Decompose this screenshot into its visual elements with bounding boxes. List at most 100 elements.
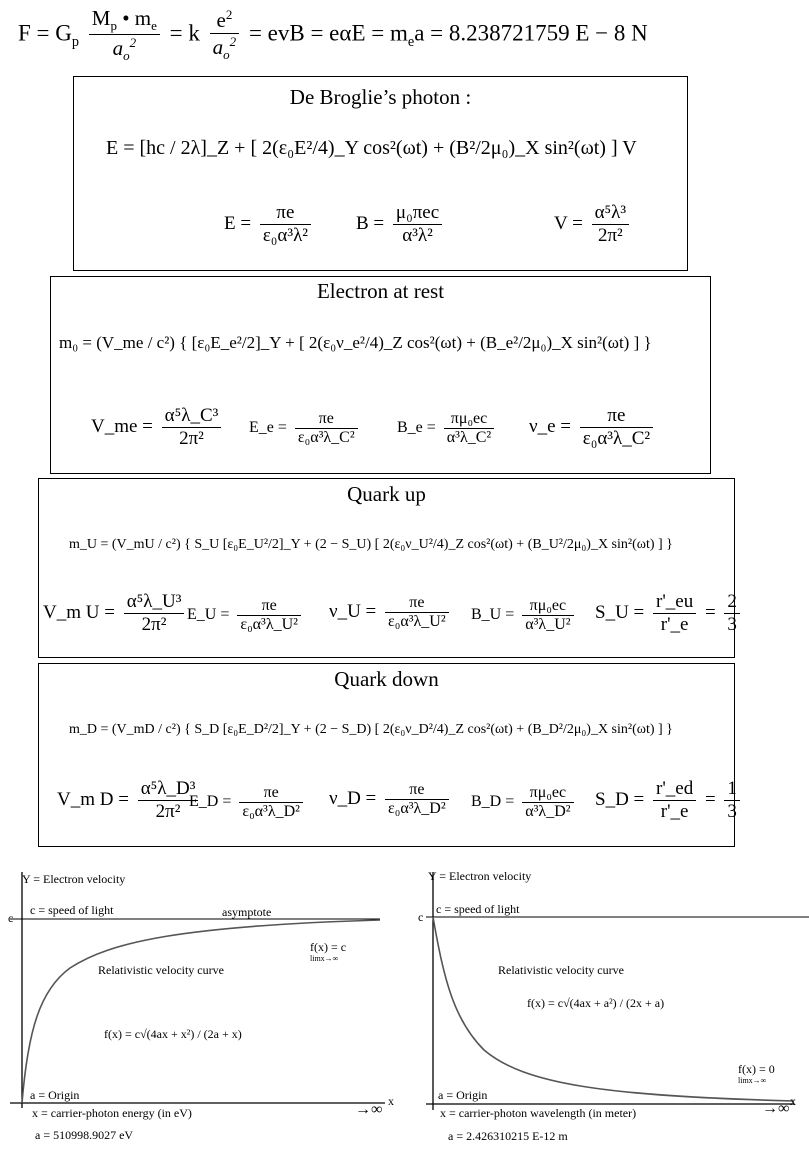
quark-up-S-den: r'_e <box>660 614 689 635</box>
quark-down-nu-num: πe <box>385 781 449 800</box>
left-infinity: →∞ <box>355 1101 383 1118</box>
electron-E-den: ε₀α³λ_C² <box>297 429 355 446</box>
left-velocity-curve <box>21 919 381 1104</box>
quark-up-S-lhs: S_U = <box>595 601 645 623</box>
quark-up-mass-equation: m_U = (V_mU / c²) { S_U [ε₀E_U²/2]_Y + (… <box>69 537 673 552</box>
left-a-value: a = 510998.9027 eV <box>35 1128 134 1142</box>
right-c-label: c = speed of light <box>436 902 520 916</box>
quark-down-V-den: 2π² <box>155 801 181 822</box>
left-graph <box>10 872 385 1108</box>
right-a-value: a = 2.426310215 E-12 m <box>448 1129 568 1143</box>
quark-down-nu-lhs: ν_D = <box>329 787 377 809</box>
electron-E-lhs: E_e = <box>249 419 287 437</box>
header-frac1-num: M <box>91 6 111 30</box>
photon-B-lhs: B = <box>356 212 385 234</box>
header-frac1-mid: • m <box>116 6 152 30</box>
left-c-label: c = speed of light <box>30 903 114 917</box>
quark-up-box: Quark up m_U = (V_mU / c²) { S_U [ε₀E_U²… <box>38 478 740 658</box>
electron-mass-equation: m₀ = (V_me / c²) { [ε₀E_e²/2]_Y + [ 2(ε₀… <box>59 333 652 352</box>
right-limit: f(x) = 0 <box>738 1062 775 1076</box>
quark-down-S-lhs: S_D = <box>595 788 645 810</box>
quark-down-S-num: r'_ed <box>653 778 697 801</box>
electron-nu-lhs: ν_e = <box>529 415 571 437</box>
quark-down-S-den: r'_e <box>660 801 689 822</box>
photon-E-num: πe <box>259 202 311 225</box>
photon-E-den: ε₀α³λ² <box>262 225 308 246</box>
right-velocity-curve <box>432 916 795 1102</box>
header-frac2-den: a <box>212 35 224 60</box>
quark-down-S-val-num: 1 <box>724 778 740 801</box>
quark-down-mass-equation: m_D = (V_mD / c²) { S_D [ε₀E_D²/2]_Y + (… <box>69 722 673 737</box>
header-frac2-num: e <box>216 8 226 33</box>
quark-up-E-lhs: E_U = <box>187 606 230 624</box>
quark-up-B-den: α³λ_U² <box>525 616 571 633</box>
left-origin: a = Origin <box>30 1088 80 1102</box>
header-lhs: F = G <box>18 20 72 46</box>
right-graph <box>426 872 809 1110</box>
quark-up-S-val-num: 2 <box>724 591 740 614</box>
header-frac2-num-sup: 2 <box>225 7 233 23</box>
left-x-label: x = carrier-photon energy (in eV) <box>32 1106 192 1120</box>
quark-up-nu-den: ε₀α³λ_U² <box>388 613 446 630</box>
electron-B-lhs: B_e = <box>397 419 436 437</box>
photon-energy-equation: E = [hc / 2λ]_Z + [ 2(ε₀E²/4)_Y cos²(ωt)… <box>106 137 637 159</box>
electron-nu-den: ε₀α³λ_C² <box>582 428 651 449</box>
quark-up-B-lhs: B_U = <box>471 606 515 624</box>
left-x-axis-label: x <box>388 1094 394 1108</box>
header-frac1-sub1: p <box>110 18 117 34</box>
quark-down-title: Quark down <box>334 667 439 691</box>
quark-up-title: Quark up <box>347 482 426 506</box>
left-limit: f(x) = c <box>310 940 347 954</box>
left-c-tick: c <box>8 911 14 925</box>
right-origin: a = Origin <box>438 1088 488 1102</box>
photon-box: De Broglie’s photon : E = [hc / 2λ]_Z + … <box>73 76 688 271</box>
quark-up-B-num: πμ₀ec <box>522 597 574 616</box>
quark-up-E-num: πe <box>237 597 301 616</box>
header-eq-k: = k <box>169 20 200 46</box>
right-formula: f(x) = c√(4ax + a²) / (2x + a) <box>527 996 665 1010</box>
electron-V-num: α⁵λ_C³ <box>161 405 222 428</box>
left-curve-label: Relativistic velocity curve <box>98 963 224 977</box>
right-c-tick: c <box>418 910 424 924</box>
header-tail-sub: e <box>407 34 415 51</box>
photon-V-den: 2π² <box>597 225 623 246</box>
header-frac1-den-sup: 2 <box>129 35 137 51</box>
header-frac1-den: a <box>112 36 124 61</box>
header-equation: F = Gp Mp • me ao2 = k e2 ao2 = evB = eα… <box>18 6 648 64</box>
electron-box: Electron at rest m₀ = (V_me / c²) { [ε₀E… <box>50 276 711 474</box>
electron-B-den: α³λ_C² <box>446 429 492 446</box>
header-gp-sub: p <box>71 34 79 51</box>
quark-down-V-lhs: V_m D = <box>57 788 129 810</box>
quark-down-B-lhs: B_D = <box>471 793 515 811</box>
electron-B-num: πμ₀ec <box>443 410 495 429</box>
left-asymptote-label: asymptote <box>222 905 272 919</box>
right-curve-label: Relativistic velocity curve <box>498 963 624 977</box>
header-fraction-charge: e2 ao2 <box>209 7 240 63</box>
electron-nu-num: πe <box>579 405 654 428</box>
quark-up-V-num: α⁵λ_U³ <box>123 591 185 614</box>
header-frac2-den-sup: 2 <box>229 34 237 50</box>
header-frac2-den-sub: o <box>223 47 230 63</box>
quark-up-S-num: r'_eu <box>653 591 697 614</box>
quark-down-B-num: πμ₀ec <box>522 784 574 803</box>
right-x-label: x = carrier-photon wavelength (in meter) <box>440 1106 637 1120</box>
left-formula: f(x) = c√(4ax + x²) / (2a + x) <box>104 1027 242 1041</box>
photon-E-lhs: E = <box>224 212 252 234</box>
electron-title: Electron at rest <box>316 279 445 303</box>
left-limit-sub: limx→∞ <box>310 954 339 963</box>
quark-down-V-num: α⁵λ_D³ <box>137 778 199 801</box>
header-tail: = evB = eαE = m <box>248 20 408 46</box>
left-y-label: Y = Electron velocity <box>22 872 126 886</box>
header-frac1-den-sub: o <box>123 48 130 64</box>
photon-B-den: α³λ² <box>402 225 433 246</box>
